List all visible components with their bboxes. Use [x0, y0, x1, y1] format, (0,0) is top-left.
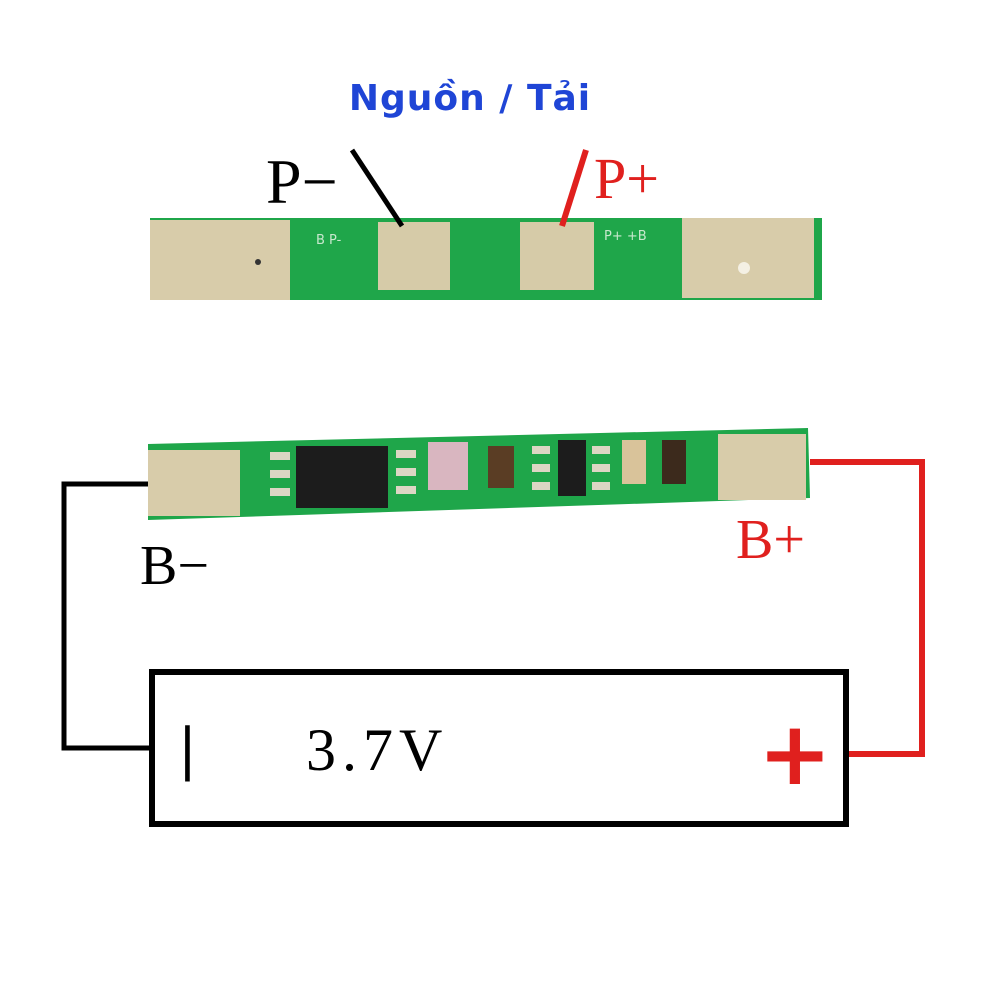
- mosfet-chip: [558, 440, 586, 496]
- top-pad-b-plus: [682, 218, 814, 298]
- resistor-component-2: [662, 440, 686, 484]
- top-silk-right: P+ +B: [604, 229, 647, 244]
- power-load-title: Nguồn / Tải: [348, 78, 592, 119]
- led-component: [428, 442, 468, 490]
- top-pcb-board: B P- P+ +B: [150, 218, 822, 300]
- b-plus-wire: [810, 459, 925, 757]
- p-minus-label: P−: [266, 146, 338, 217]
- capacitor-component: [622, 440, 646, 484]
- top-pad-dot: [255, 259, 261, 265]
- bottom-pad-b-minus: [148, 450, 240, 516]
- top-pad-spot: [738, 262, 750, 274]
- ic-pins: [270, 446, 610, 496]
- top-pad-b-minus: [150, 220, 290, 300]
- battery-voltage-label: 3.7V: [306, 717, 449, 783]
- battery-positive-symbol: +: [758, 702, 832, 805]
- top-pad-p-plus: [520, 222, 594, 290]
- protection-ic-chip: [296, 446, 388, 508]
- p-minus-lead-line: [349, 148, 405, 228]
- battery-negative-symbol: |: [178, 717, 197, 782]
- top-silk-left: B P-: [316, 233, 342, 248]
- b-minus-wire: [61, 481, 152, 751]
- battery-cell: [149, 669, 849, 827]
- p-plus-lead-line: [559, 149, 589, 227]
- bottom-pcb-body: [148, 428, 810, 520]
- p-plus-label: P+: [594, 146, 659, 211]
- b-minus-label: B−: [140, 535, 209, 597]
- bottom-pad-b-plus: [718, 434, 806, 500]
- bottom-pcb-board: [148, 428, 810, 520]
- top-pad-p-minus: [378, 222, 450, 290]
- resistor-component-1: [488, 446, 514, 488]
- b-plus-label: B+: [736, 509, 805, 571]
